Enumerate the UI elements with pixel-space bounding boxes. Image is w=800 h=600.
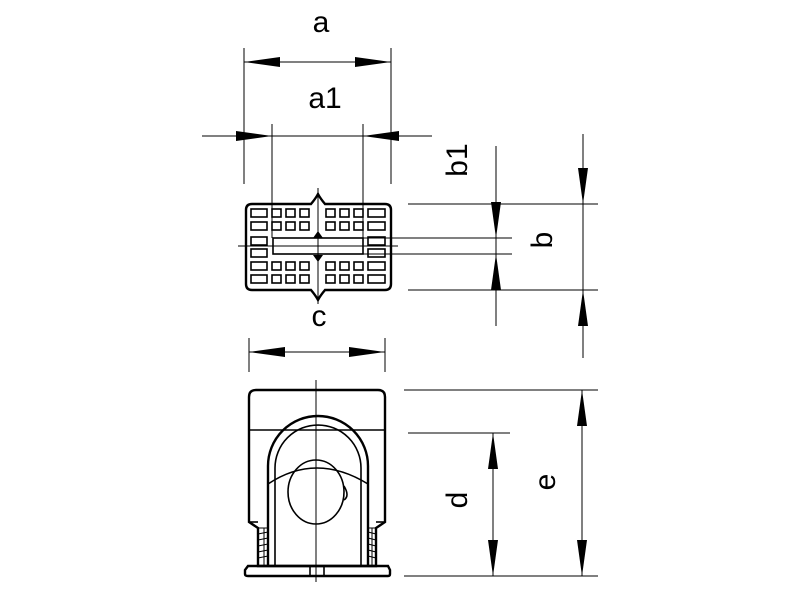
clip-arch bbox=[266, 414, 370, 566]
label-b: b bbox=[526, 232, 559, 249]
label-c: c bbox=[312, 300, 327, 333]
dimension-d: d bbox=[408, 432, 510, 577]
dimension-c: c bbox=[248, 300, 386, 372]
top-view-outline bbox=[244, 191, 393, 303]
dimension-b: b bbox=[408, 134, 598, 358]
dimension-e: e bbox=[404, 389, 598, 577]
front-view bbox=[243, 380, 392, 582]
label-a1: a1 bbox=[308, 82, 341, 115]
dimension-a1: a1 bbox=[202, 82, 432, 238]
label-e: e bbox=[529, 474, 562, 491]
label-a: a bbox=[313, 6, 330, 39]
label-b1: b1 bbox=[441, 143, 474, 176]
dimension-a: a bbox=[243, 6, 392, 184]
thread-left bbox=[257, 527, 269, 566]
thread-right bbox=[367, 527, 377, 566]
top-view bbox=[238, 188, 398, 304]
dimension-b1: b1 bbox=[363, 143, 512, 326]
base-plate bbox=[243, 564, 392, 578]
label-d: d bbox=[441, 492, 474, 509]
